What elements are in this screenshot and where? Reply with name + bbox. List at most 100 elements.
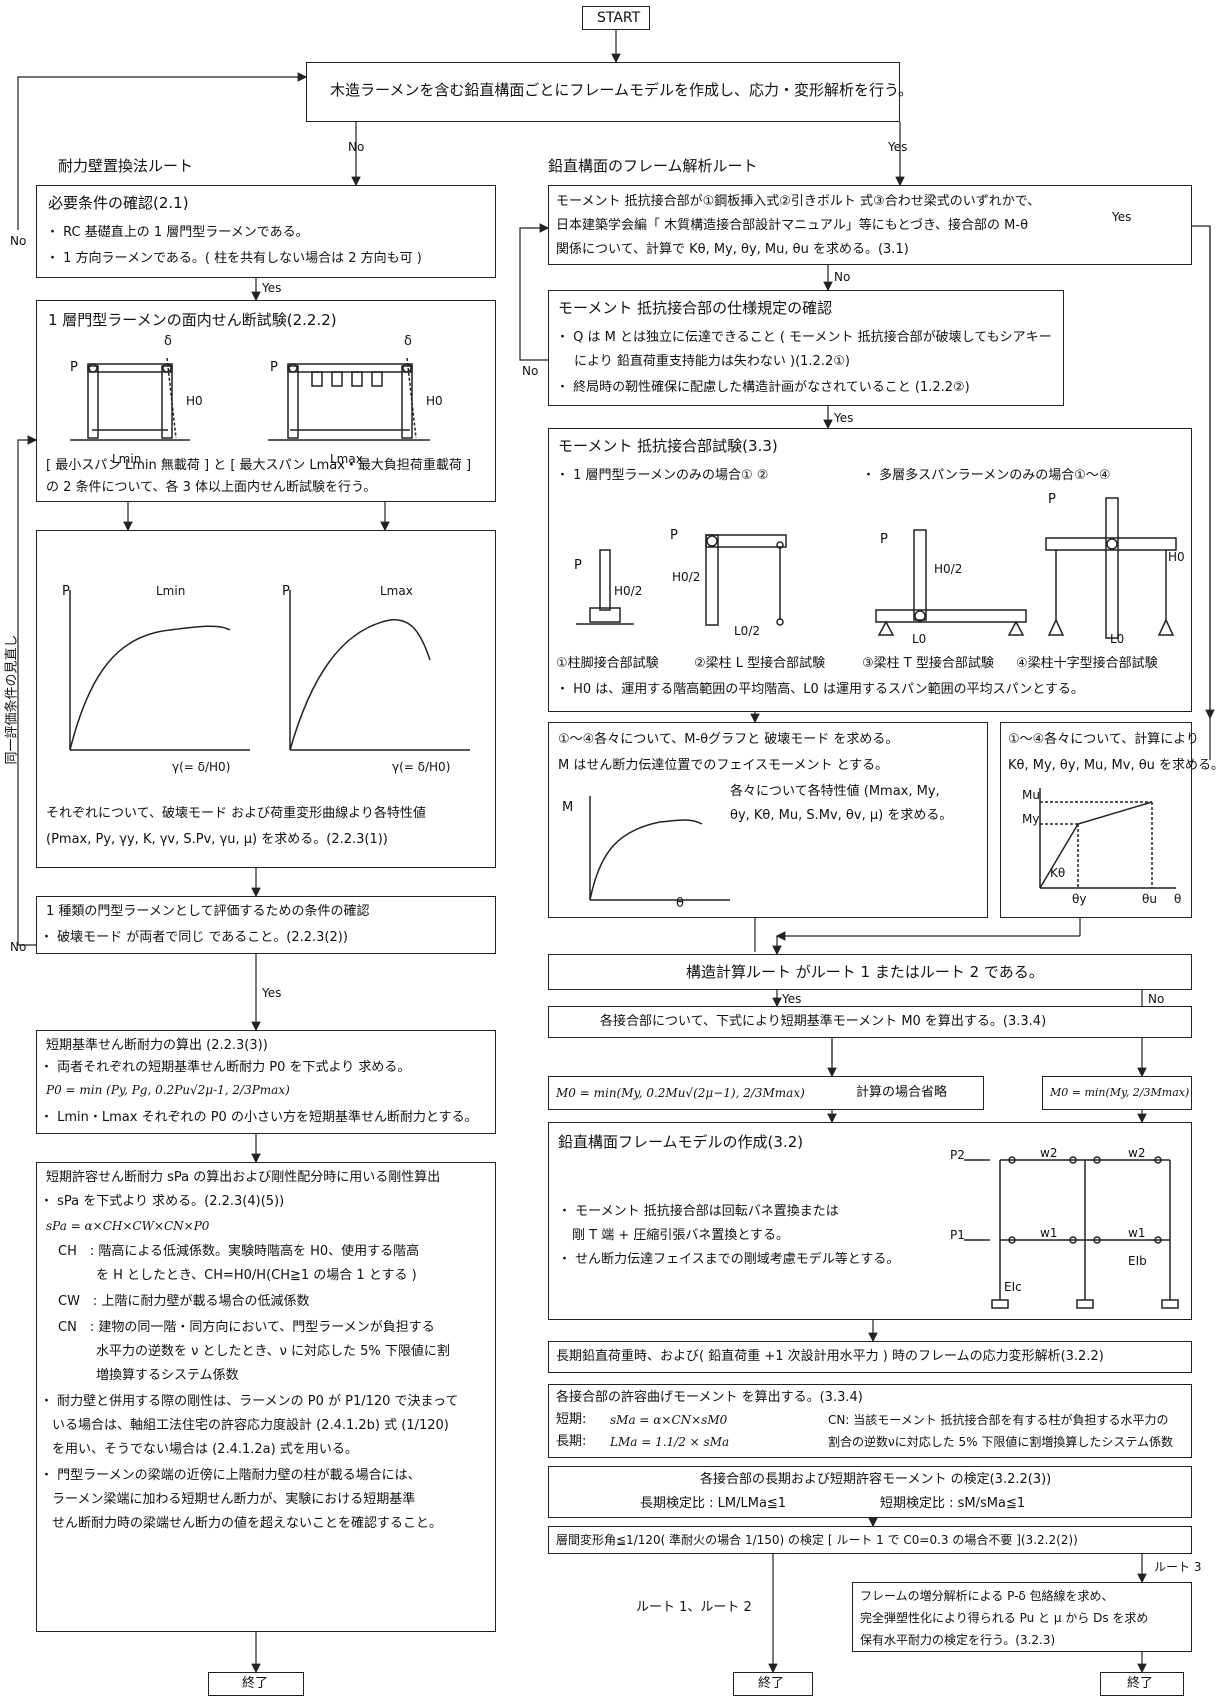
- r3-fig-p1: P: [574, 558, 582, 573]
- b6-l1: ・ sPa を下式より 求める。(2.2.3(4)(5)): [40, 1194, 285, 1209]
- characteristic-values-box: [36, 530, 496, 868]
- r3-fig-h2a: H0/2: [614, 584, 643, 598]
- left-route-title: 耐力壁置換法ルート: [58, 157, 194, 175]
- r13-l2: 保有水平耐力の検定を行う。(3.2.3): [860, 1633, 1056, 1647]
- b2-fig-d2: δ: [404, 334, 412, 349]
- calc-values-box: [1000, 722, 1192, 918]
- r4a-l0: ①～④各々について、M-θグラフと 破壊モード を求める。: [558, 732, 899, 747]
- r11-short: 短期検定比 : sM/sMa≦1: [880, 1496, 1026, 1511]
- b1-line1: ・ RC 基礎直上の 1 層門型ラーメンである。: [46, 225, 309, 240]
- ultimate-strength-box: [852, 1582, 1192, 1652]
- r8-p1: P1: [950, 1228, 965, 1242]
- m0-formula-b-box: [1042, 1076, 1192, 1110]
- r10-long: 長期:: [556, 1434, 587, 1449]
- stress-analysis-box: [548, 1341, 1192, 1373]
- r8-l2: ・ せん断力伝達フェイスまでの剛域考慮モデル等とする。: [558, 1252, 900, 1267]
- no-label-top: No: [348, 140, 365, 154]
- b6-l10: いる場合は、軸組工法住宅の許容応力度設計 (2.4.1.2b) 式 (1/120…: [52, 1418, 449, 1433]
- r6-text: 各接合部について、下式により短期基準モーメント M0 を算出する。(3.3.4): [600, 1014, 1047, 1029]
- drift-check-box: [548, 1526, 1192, 1554]
- b6-l8: 増換算するシステム係数: [96, 1368, 239, 1383]
- b2-fig-p2: P: [270, 360, 278, 375]
- r1-l2: 関係について、計算で Kθ, My, θy, Mu, θu を求める。(3.1): [556, 242, 909, 257]
- b3-lmin: Lmin: [156, 584, 186, 598]
- r1-no: No: [834, 270, 851, 284]
- r2-l1: により 鉛直荷重支持能力は失わない )(1.2.2①): [574, 354, 850, 369]
- b1-no: No: [10, 234, 27, 248]
- portal-frame-figure: [70, 357, 430, 441]
- b3-p2: P: [282, 584, 290, 599]
- b5-formula: P0 = min (Py, Pg, 0.2Pu√2μ-1, 2/3Pmax): [46, 1083, 290, 1097]
- r2-no: No: [522, 364, 539, 378]
- b5-line2: ・ 両者それぞれの短期基準せん断耐力 P0 を下式より 求める。: [40, 1060, 411, 1075]
- r8-w2a: w2: [1040, 1146, 1058, 1160]
- route3-label: ルート 3: [1154, 1560, 1202, 1574]
- r11-title: 各接合部の長期および短期許容モーメント の検定(3.2.2(3)): [700, 1472, 1052, 1487]
- r4b-l0: ①～④各々について、計算により: [1008, 732, 1200, 747]
- m-theta-test-box: [548, 722, 988, 918]
- r4a-m: M: [562, 800, 574, 815]
- r7a-note: 計算の場合省略: [856, 1085, 948, 1100]
- r11-long: 長期検定比 : LM/LMa≦1: [640, 1496, 787, 1511]
- b6-l3: CH : 階高による低減係数。実験時階高を H0、使用する階高: [58, 1244, 420, 1259]
- r5-yes: Yes: [782, 992, 802, 1006]
- yes-label-top: Yes: [888, 140, 908, 154]
- r2-title: モーメント 抵抗接合部の仕様規定の確認: [558, 299, 833, 317]
- b3-x2: γ(= δ/H0): [392, 760, 451, 774]
- b6-formula: sPa = α×CH×CW×CN×P0: [46, 1219, 210, 1233]
- r10-cn1: CN: 当該モーメント 抵抗接合部を有する柱が負担する水平力の: [828, 1413, 1169, 1427]
- r3-fig-l2: L0/2: [734, 624, 760, 638]
- r2-yes: Yes: [834, 411, 854, 425]
- r9-text: 長期鉛直荷重時、および( 鉛直荷重 +1 次設計用水平力 ) 時のフレームの応力…: [556, 1349, 1104, 1364]
- r1-yes: Yes: [1112, 210, 1132, 224]
- r8-l0: ・ モーメント 抵抗接合部は回転バネ置換または: [558, 1204, 839, 1219]
- r5-text: 構造計算ルート がルート 1 またはルート 2 である。: [686, 963, 1044, 981]
- long-short-check-box: [548, 1466, 1192, 1518]
- start-box: [582, 6, 650, 30]
- b2-fig-lmin: Lmin: [112, 452, 142, 466]
- condition-check-box: [36, 896, 496, 954]
- r3-fig-l0b: L0: [1110, 632, 1125, 646]
- r4a-l2: 各々について各特性値 (Mmax, My,: [730, 784, 940, 799]
- b6-l4: を H としたとき、CH=H0/H(CH≧1 の場合 1 とする ): [96, 1268, 417, 1283]
- moment-joint-calc-box: [548, 185, 1192, 265]
- b3-p1: P: [62, 584, 70, 599]
- b2-fig-p1: P: [70, 360, 78, 375]
- route-check-box: [548, 954, 1192, 990]
- r8-l1: 剛 T 端 + 圧縮引張バネ置換とする。: [572, 1228, 789, 1243]
- b6-l14: せん断耐力時の梁端せん断力の値を超えないことを確認すること。: [52, 1516, 443, 1531]
- r3-fig-p3: P: [880, 532, 888, 547]
- b1-yes: Yes: [262, 281, 282, 295]
- end-box-left: [208, 1672, 304, 1696]
- r7a-formula: M0 = min(My, 0.2Mu√(2μ−1), 2/3Mmax): [556, 1086, 805, 1100]
- allowable-shear-box: [36, 1162, 496, 1632]
- r10-long-f: LMa = 1.1/2 × sMa: [610, 1435, 730, 1449]
- r5-no: No: [1148, 992, 1165, 1006]
- end-label-right: 終了: [1127, 1676, 1154, 1691]
- r4b-thy: θy: [1072, 892, 1087, 906]
- r10-short: 短期:: [556, 1412, 587, 1427]
- r1-l0: モーメント 抵抗接合部が①鋼板挿入式②引きボルト 式③合わせ梁式のいずれかで、: [556, 194, 1041, 209]
- r8-title: 鉛直構面フレームモデルの作成(3.2): [558, 1133, 804, 1151]
- b4-yes: Yes: [262, 986, 282, 1000]
- r8-w1b: w1: [1128, 1226, 1146, 1240]
- b3-lmax: Lmax: [380, 584, 413, 598]
- b6-l11: を用い、そうでない場合は (2.4.1.2a) 式を用いる。: [52, 1442, 358, 1457]
- r13-l1: 完全弾塑性化により得られる Pu と μ から Ds を求め: [860, 1611, 1149, 1625]
- r4b-k: Kθ: [1050, 866, 1066, 880]
- r8-eic: EIc: [1004, 1280, 1022, 1294]
- right-route-title: 鉛直構面のフレーム解析ルート: [548, 157, 758, 175]
- r8-p2: P2: [950, 1148, 965, 1162]
- b6-l13: ラーメン梁端に加わる短期せん断力が、実験における短期基準: [52, 1492, 416, 1507]
- r4a-l1: M はせん断力伝達位置でのフェイスモーメント とする。: [558, 758, 889, 773]
- end-label-left: 終了: [242, 1676, 269, 1691]
- b6-l6: CN : 建物の同一階・同方向において、門型ラーメンが負担する: [58, 1320, 435, 1335]
- r3-cap4: ④梁柱十字型接合部試験: [1016, 656, 1158, 671]
- r3-sub2: ・ 多層多スパンラーメンのみの場合①～④: [862, 468, 1111, 483]
- allowable-moment-box: [548, 1384, 1192, 1458]
- b3-x1: γ(= δ/H0): [172, 760, 231, 774]
- frame-model-box: [306, 62, 900, 122]
- short-term-shear-box: [36, 1030, 496, 1134]
- r3-cap3: ③梁柱 T 型接合部試験: [862, 656, 994, 671]
- r1-l1: 日本建築学会編「 木質構造接合部設計マニュアル」等にもとづき、接合部の M-θ: [556, 218, 1029, 233]
